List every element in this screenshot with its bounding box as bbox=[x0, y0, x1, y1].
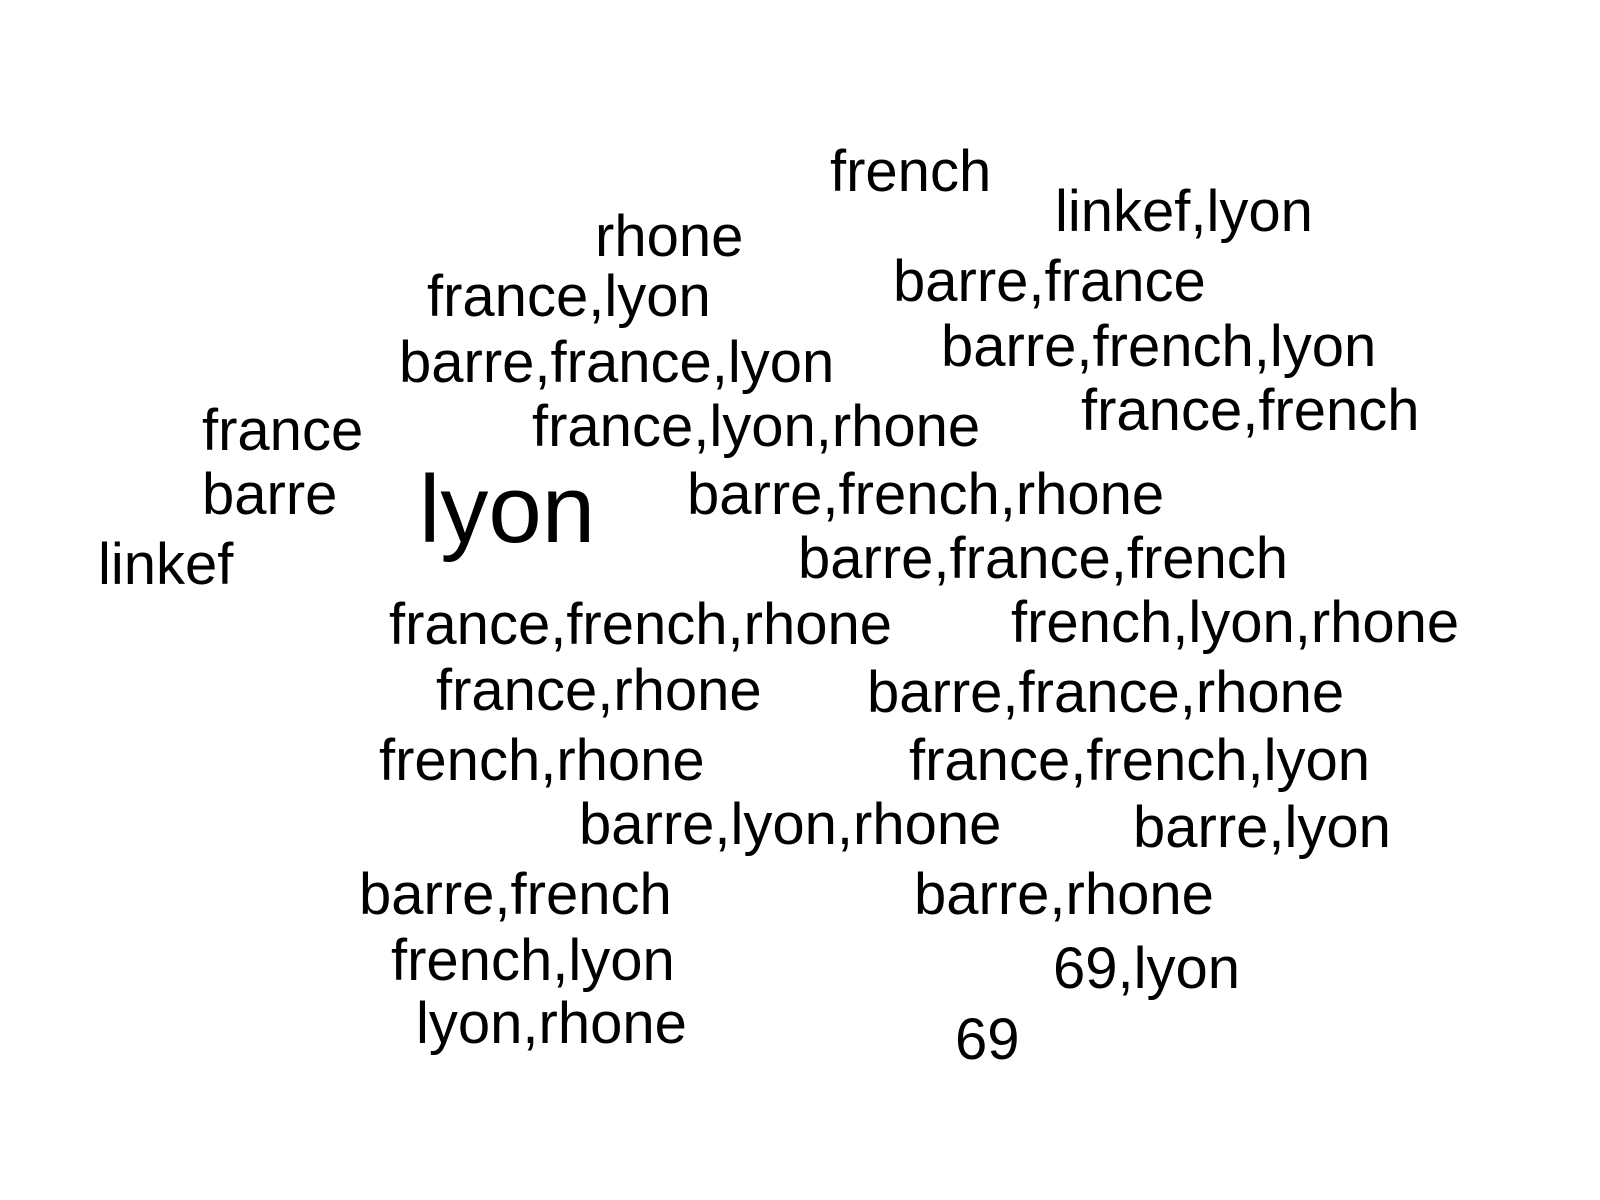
term-barre-french-lyon: barre,french,lyon bbox=[941, 314, 1377, 379]
term-barre-rhone: barre,rhone bbox=[914, 862, 1214, 927]
term-barre-french: barre,french bbox=[359, 862, 672, 927]
term-barre-lyon-rhone: barre,lyon,rhone bbox=[579, 792, 1002, 857]
term-france-rhone: france,rhone bbox=[436, 658, 762, 723]
term-rhone: rhone bbox=[595, 204, 744, 269]
term-linkef: linkef bbox=[98, 532, 234, 597]
term-barre-french-rhone: barre,french,rhone bbox=[687, 462, 1165, 527]
term-france-lyon: france,lyon bbox=[427, 264, 711, 329]
term-barre-france-lyon: barre,france,lyon bbox=[399, 330, 835, 395]
term-69-lyon: 69,lyon bbox=[1053, 936, 1241, 1001]
term-barre-france-french: barre,france,french bbox=[798, 526, 1289, 591]
term-barre-france-rhone: barre,france,rhone bbox=[867, 660, 1345, 725]
term-france: france bbox=[202, 398, 364, 463]
term-lyon: lyon bbox=[419, 456, 596, 563]
term-lyon-rhone: lyon,rhone bbox=[416, 991, 687, 1056]
term-france-french-lyon: france,french,lyon bbox=[909, 728, 1371, 793]
term-69: 69 bbox=[955, 1007, 1020, 1072]
term-barre-france: barre,france bbox=[893, 249, 1206, 314]
term-barre-lyon: barre,lyon bbox=[1133, 795, 1391, 860]
term-linkef-lyon: linkef,lyon bbox=[1055, 179, 1313, 244]
term-france-lyon-rhone: france,lyon,rhone bbox=[532, 394, 981, 459]
term-french-lyon-rhone: french,lyon,rhone bbox=[1011, 590, 1460, 655]
term-france-french-rhone: france,french,rhone bbox=[389, 592, 892, 657]
term-france-french: france,french bbox=[1081, 378, 1420, 443]
term-french-lyon: french,lyon bbox=[391, 928, 675, 993]
term-french-rhone: french,rhone bbox=[379, 728, 705, 793]
term-french: french bbox=[830, 139, 992, 204]
term-barre: barre bbox=[202, 462, 338, 527]
